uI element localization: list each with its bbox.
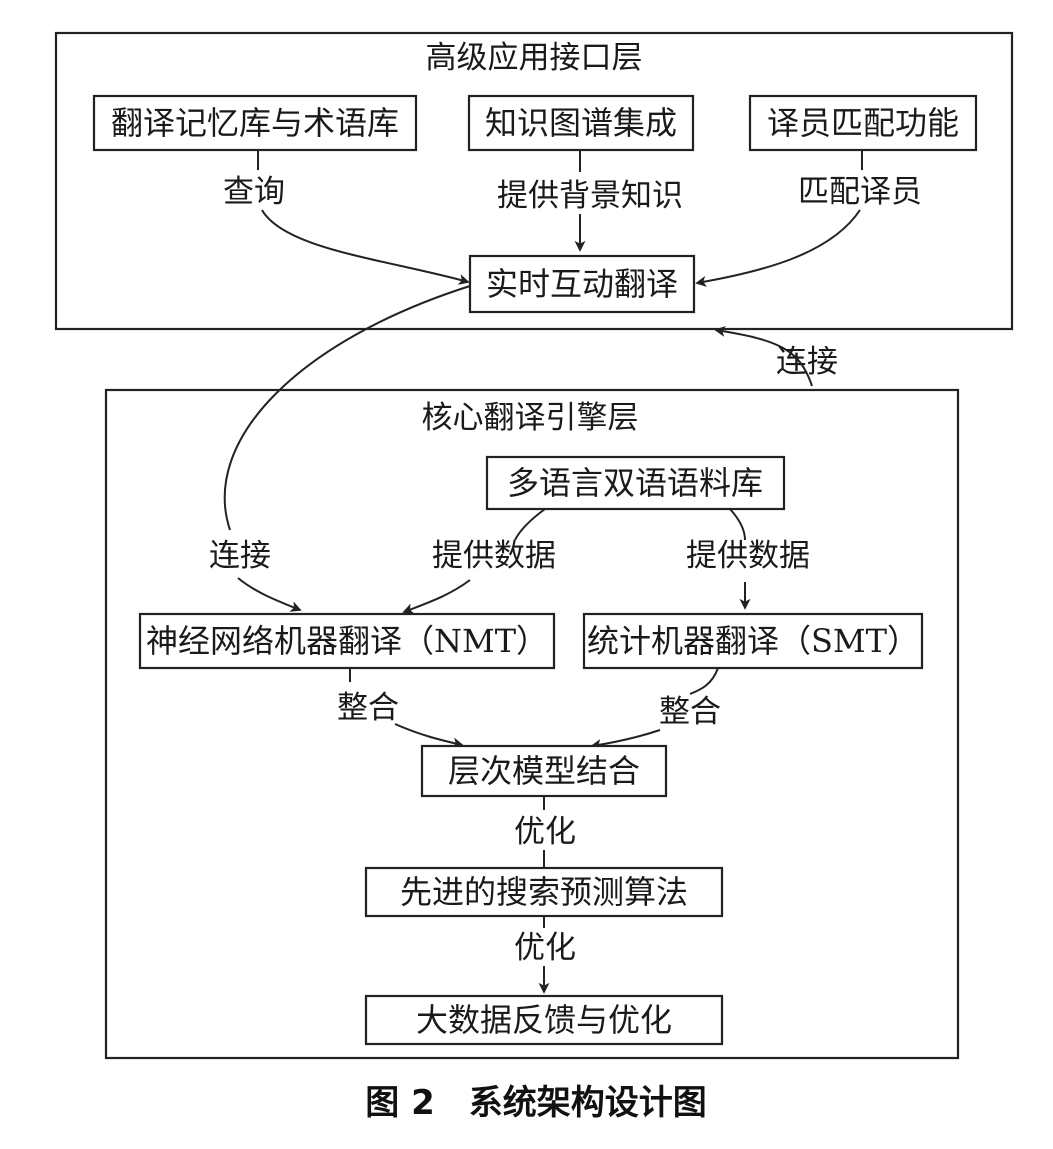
edge-connect-layers: [714, 325, 813, 387]
edge-integrate-nmt-tail: [394, 723, 464, 749]
node-smt-label: 统计机器翻译（SMT）: [587, 622, 919, 660]
top-layer-title: 高级应用接口层: [426, 40, 643, 76]
edge-label-optimize-1: 优化: [514, 814, 576, 850]
core-layer-frame: [104, 388, 960, 1060]
edge-label-optimize-2: 优化: [514, 930, 576, 966]
node-corpus: 多语言双语语料库: [485, 455, 786, 511]
edge-label-match: 匹配译员: [798, 174, 922, 210]
edge-match-curve: [695, 209, 861, 287]
node-corpus-label: 多语言双语语料库: [507, 464, 763, 502]
node-hier-label: 层次模型结合: [448, 752, 640, 790]
edge-label-connect-layers: 连接: [776, 344, 838, 380]
edge-integrate-smt: [689, 667, 719, 695]
edge-data-nmt-tail: [402, 579, 471, 614]
core-layer-title: 核心翻译引擎层: [422, 400, 639, 436]
edge-label-connect-nmt: 连接: [209, 538, 271, 574]
node-kg: 知识图谱集成: [467, 94, 695, 152]
node-tm: 翻译记忆库与术语库: [92, 94, 418, 152]
node-hier: 层次模型结合: [420, 744, 668, 798]
edge-connect-nmt-tail: [237, 577, 302, 612]
edge-query-curve: [261, 209, 470, 285]
node-rt: 实时互动翻译: [468, 254, 696, 314]
edge-label-data-nmt: 提供数据: [432, 538, 556, 574]
node-kg-label: 知识图谱集成: [485, 104, 677, 142]
node-match: 译员匹配功能: [748, 94, 978, 152]
edge-connect-nmt: [223, 285, 471, 531]
top-layer-frame: [54, 31, 1014, 331]
node-nmt-label: 神经网络机器翻译（NMT）: [146, 622, 548, 660]
node-bigdata-label: 大数据反馈与优化: [416, 1001, 672, 1039]
node-search-label: 先进的搜索预测算法: [400, 873, 688, 911]
edge-label-query: 查询: [223, 174, 285, 210]
node-tm-label: 翻译记忆库与术语库: [111, 104, 399, 142]
edge-data-smt: [729, 508, 746, 541]
node-search: 先进的搜索预测算法: [364, 866, 724, 918]
edge-label-integrate-smt: 整合: [659, 694, 721, 730]
node-smt: 统计机器翻译（SMT）: [582, 612, 924, 670]
node-match-label: 译员匹配功能: [767, 104, 959, 142]
edge-label-background: 提供背景知识: [497, 178, 683, 214]
node-bigdata: 大数据反馈与优化: [364, 994, 724, 1046]
edge-label-data-smt: 提供数据: [686, 538, 810, 574]
edge-data-nmt: [514, 508, 546, 541]
edge-integrate-smt-tail: [590, 729, 661, 751]
edge-label-integrate-nmt: 整合: [337, 690, 399, 726]
figure-caption: 图 2 系统架构设计图: [365, 1083, 707, 1123]
node-nmt: 神经网络机器翻译（NMT）: [138, 612, 556, 670]
node-rt-label: 实时互动翻译: [486, 265, 678, 303]
